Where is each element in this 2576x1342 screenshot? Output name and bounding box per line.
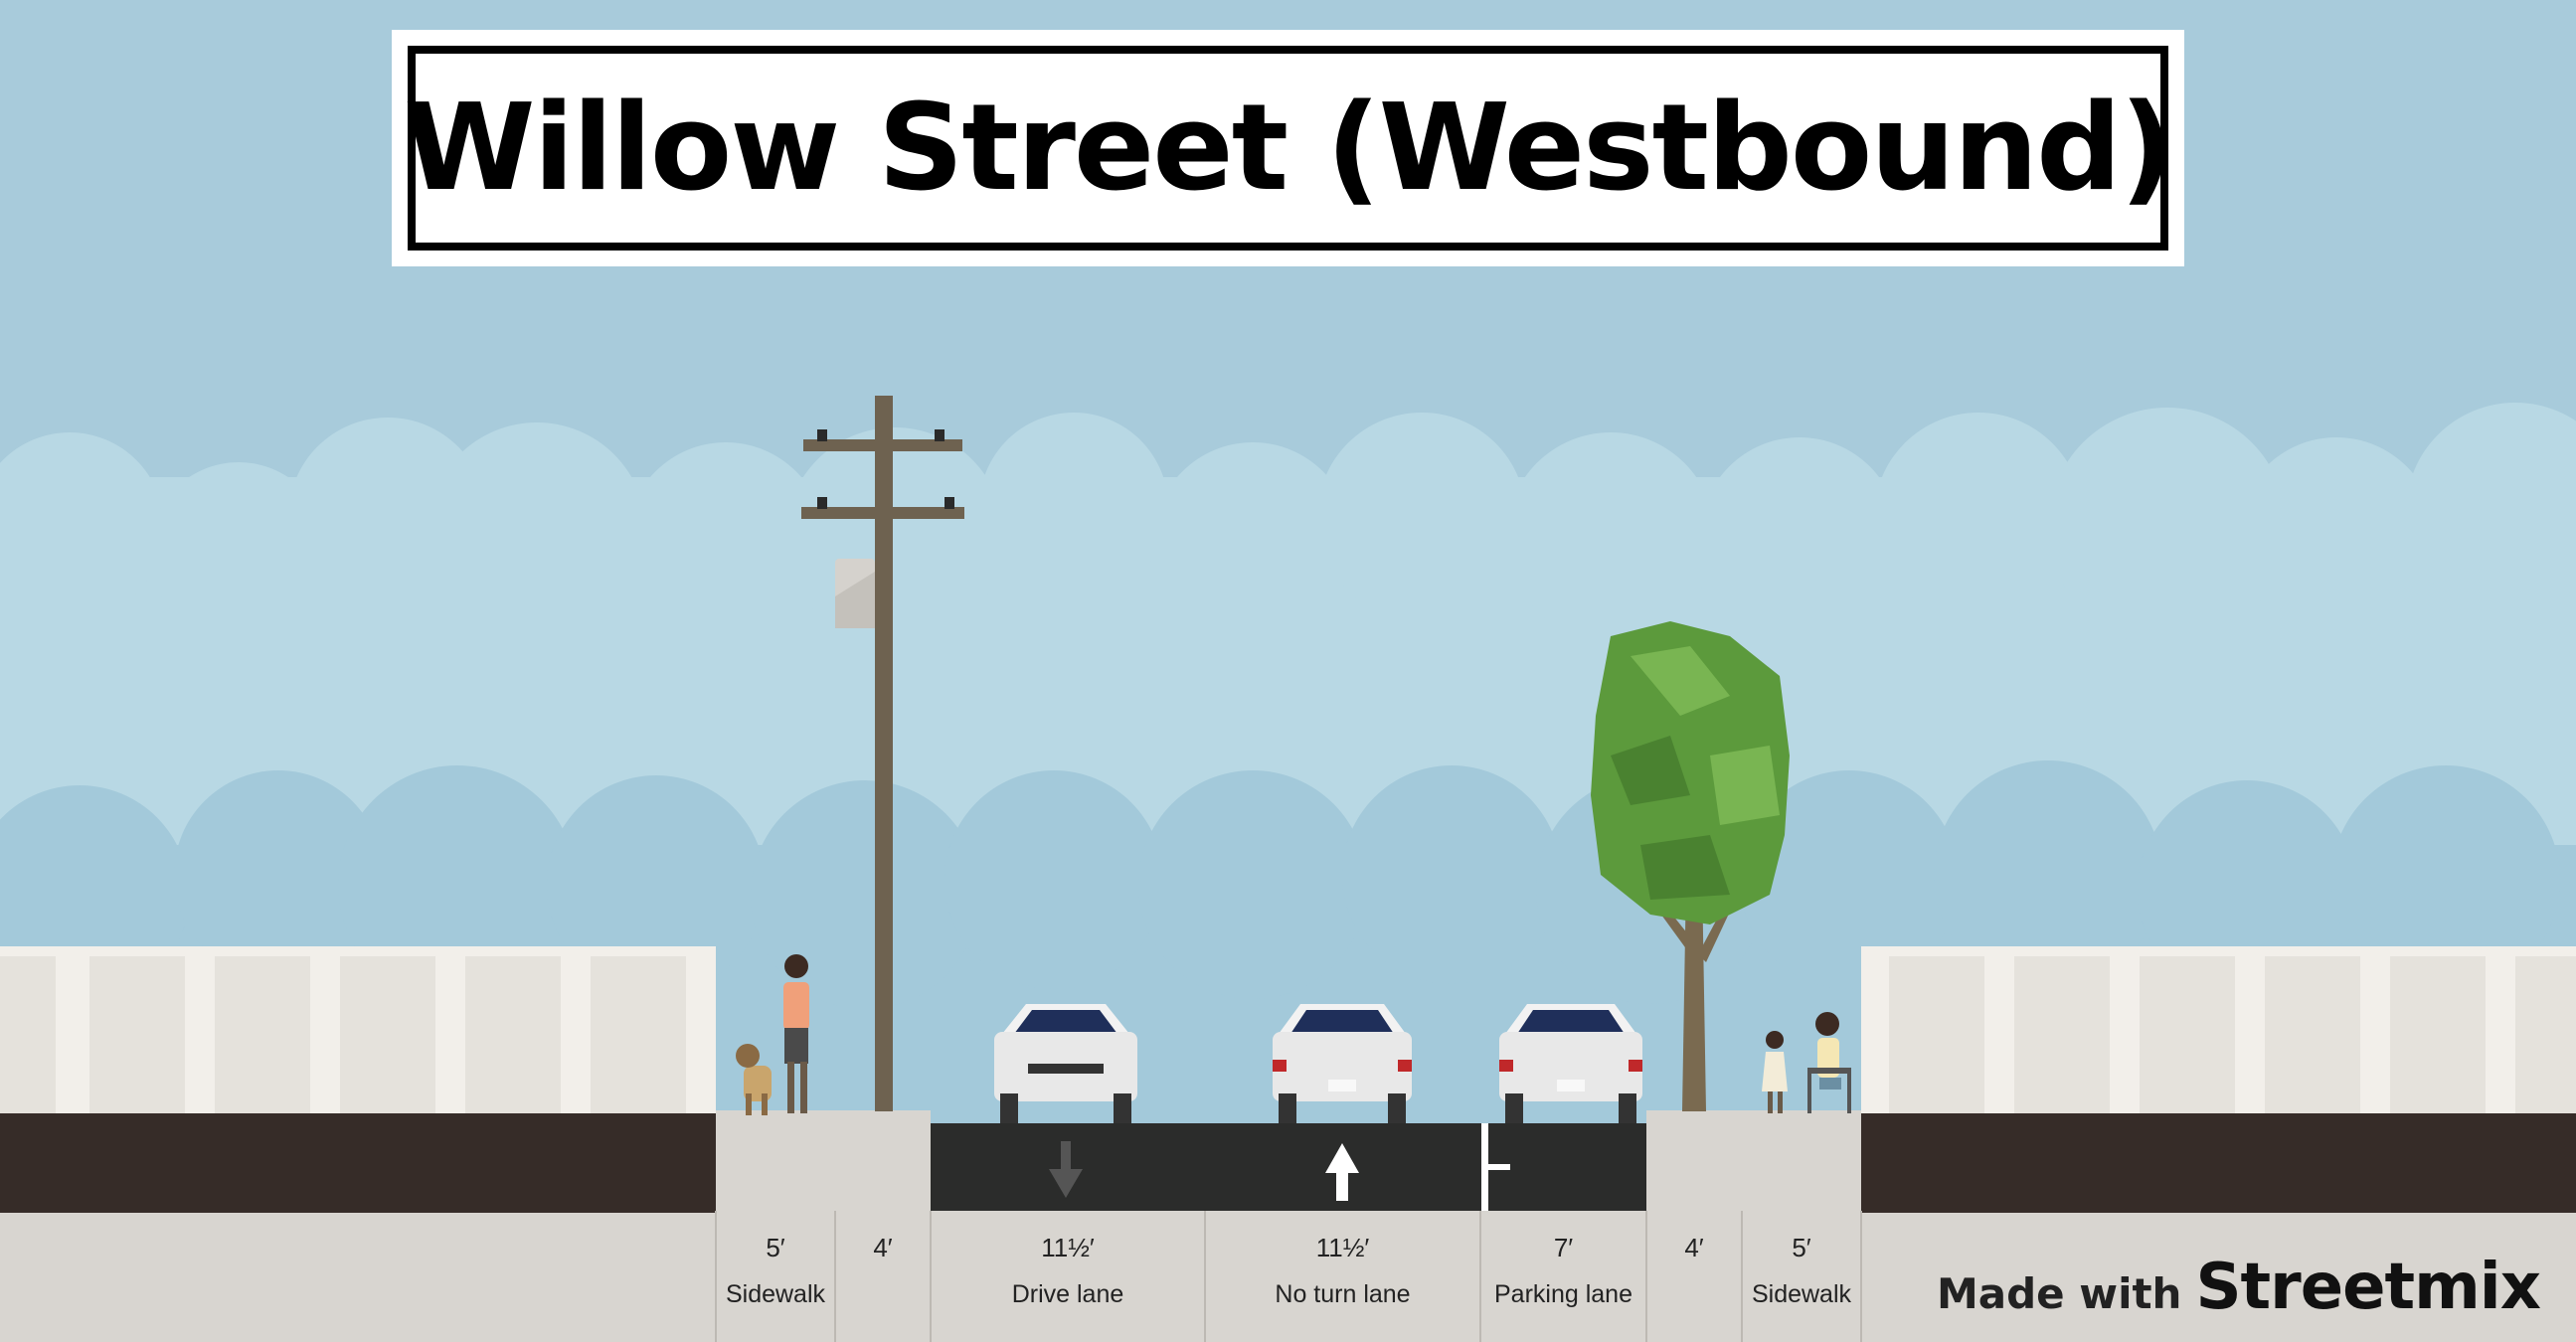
street-name[interactable]: Willow Street (Westbound)	[404, 79, 2174, 218]
utility-pole	[801, 396, 964, 1111]
car-no-turn-lane	[1273, 1004, 1412, 1123]
building-left	[0, 946, 716, 1342]
segment-width-sidewalk-right[interactable]: 5′	[1792, 1233, 1811, 1262]
street-name-sign[interactable]: Willow Street (Westbound)	[392, 30, 2184, 266]
tree	[1591, 621, 1790, 1111]
cloud-band-back	[0, 403, 2576, 994]
segment-label-no-turn-lane[interactable]: No turn lane	[1275, 1280, 1411, 1308]
segment-label-sidewalk-left[interactable]: Sidewalk	[725, 1280, 826, 1308]
building-right	[1861, 946, 2576, 1342]
roadway	[931, 1123, 1646, 1211]
wheelchair-user	[1807, 1012, 1851, 1113]
arrow-down-icon	[1049, 1141, 1083, 1198]
made-with-streetmix[interactable]: Made with Streetmix	[1937, 1251, 2541, 1324]
segment-width-utility-strip[interactable]: 4′	[873, 1233, 893, 1262]
parking-divider-line	[1481, 1123, 1488, 1211]
made-with-text: Made with	[1936, 1269, 2182, 1318]
segment-label-sidewalk-right[interactable]: Sidewalk	[1751, 1280, 1852, 1308]
segment-width-sidewalk-left[interactable]: 5′	[766, 1233, 785, 1262]
sidewalk-right-surface	[1646, 1110, 1861, 1342]
car-parking-lane	[1499, 1004, 1642, 1123]
streetmix-logo[interactable]: Streetmix	[2195, 1251, 2541, 1324]
dog	[736, 1044, 772, 1115]
sidewalk-left-surface	[716, 1110, 931, 1342]
segment-dividers	[715, 1211, 1862, 1342]
pedestrian-walking	[783, 954, 809, 1113]
segment-width-tree-strip[interactable]: 4′	[1684, 1233, 1704, 1262]
segment-width-no-turn-lane[interactable]: 11½′	[1315, 1233, 1370, 1262]
car-drive-lane	[994, 1004, 1137, 1123]
segment-label-drive-lane[interactable]: Drive lane	[1011, 1280, 1124, 1308]
parking-tick	[1488, 1164, 1510, 1170]
arrow-up-icon	[1325, 1143, 1359, 1201]
segment-label-parking-lane[interactable]: Parking lane	[1494, 1280, 1632, 1308]
roadway-label-area	[931, 1211, 1646, 1342]
segment-width-parking-lane[interactable]: 7′	[1553, 1233, 1574, 1262]
child-pedestrian	[1762, 1031, 1788, 1113]
street-name-sign-border: Willow Street (Westbound)	[404, 46, 2174, 251]
segment-width-drive-lane[interactable]: 11½′	[1041, 1233, 1095, 1262]
